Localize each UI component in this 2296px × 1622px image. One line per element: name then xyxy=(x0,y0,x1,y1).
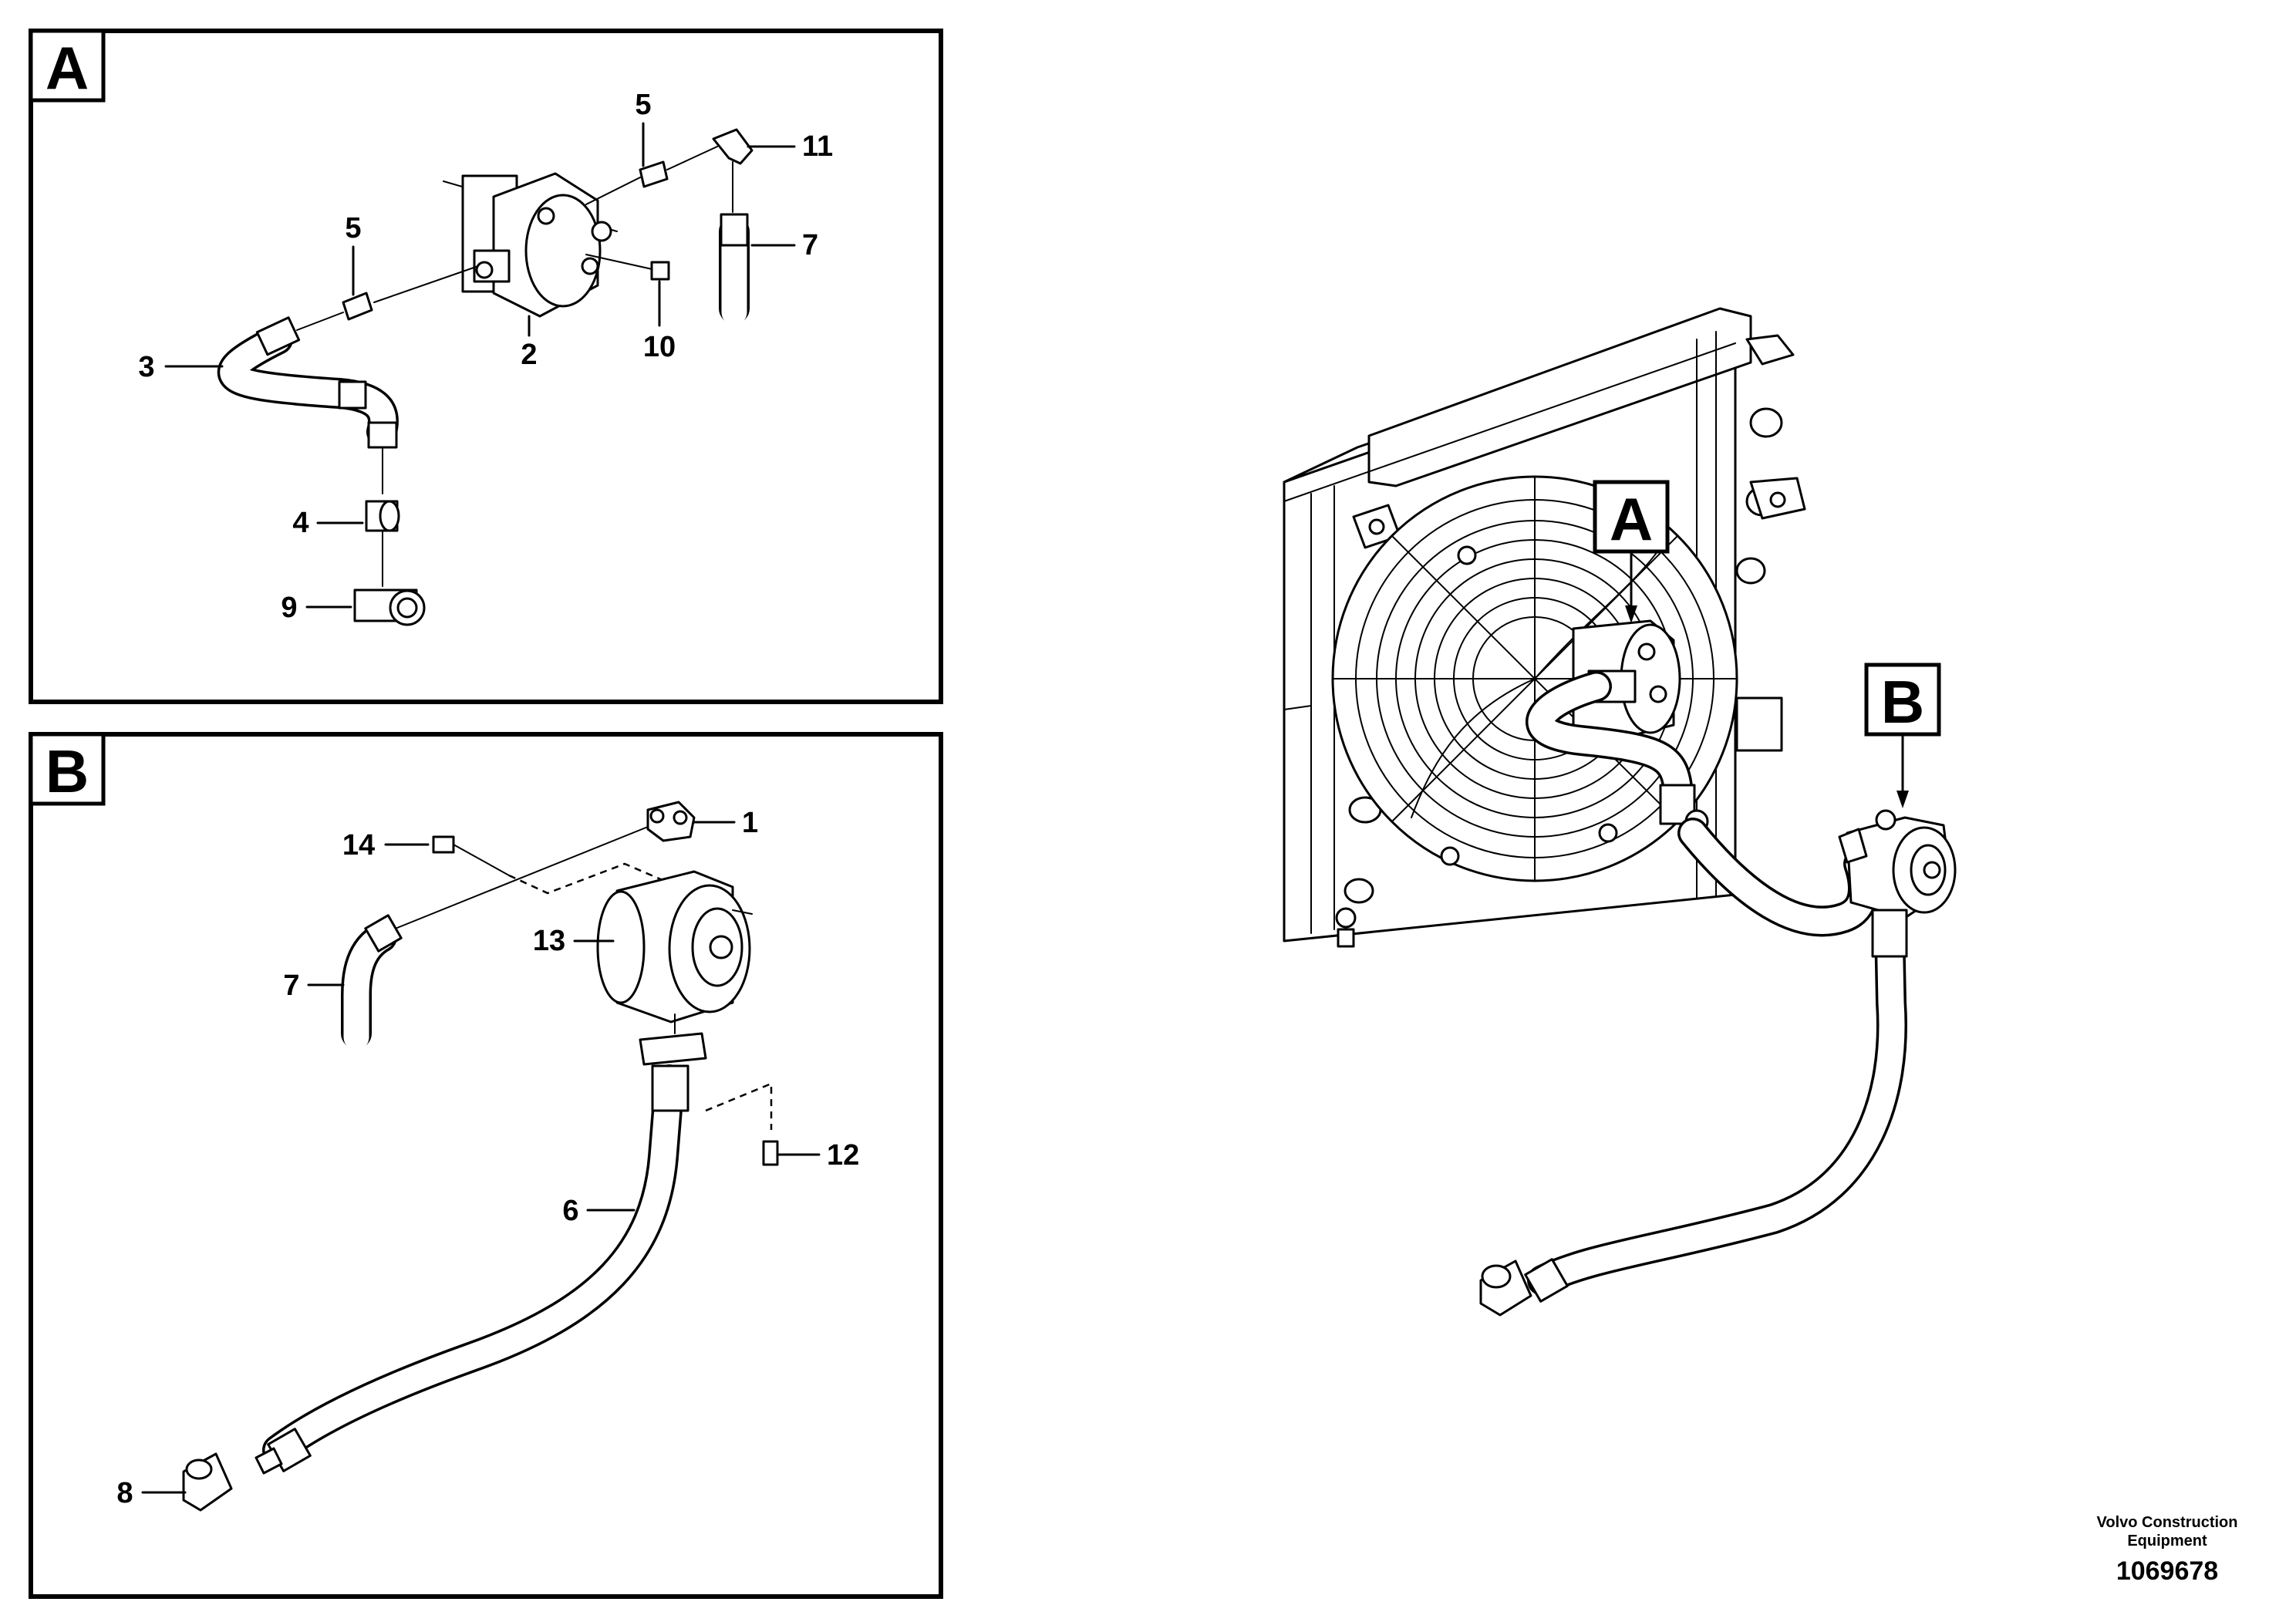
footer-document-number: 1069678 xyxy=(2116,1556,2219,1586)
flange-fitting xyxy=(639,1032,707,1066)
bolt-10 xyxy=(650,261,670,281)
svg-text:10: 10 xyxy=(643,331,676,363)
bolt-14 xyxy=(432,835,455,854)
svg-text:11: 11 xyxy=(802,130,833,163)
hose-3 xyxy=(217,316,399,449)
adapter-4 xyxy=(365,500,400,532)
callout-a-2: 2 xyxy=(521,315,538,371)
svg-text:B: B xyxy=(1881,668,1924,736)
svg-text:7: 7 xyxy=(802,229,818,261)
svg-text:12: 12 xyxy=(827,1139,859,1172)
callout-a-10: 10 xyxy=(643,280,676,363)
svg-text:5: 5 xyxy=(635,89,651,121)
svg-text:1: 1 xyxy=(742,807,758,839)
fitting-5-upper xyxy=(639,160,669,188)
hose-6-main xyxy=(1524,909,1908,1303)
hose-to-pump-b xyxy=(1677,818,1879,937)
callout-a-3: 3 xyxy=(138,351,224,383)
hose-7-b xyxy=(341,914,403,1050)
fitting-1 xyxy=(646,801,696,842)
callout-b-1: 1 xyxy=(693,807,758,839)
gear-pump-b xyxy=(1838,809,1957,919)
callout-b-14: 14 xyxy=(342,829,430,862)
callout-b-8: 8 xyxy=(116,1477,187,1509)
svg-text:8: 8 xyxy=(116,1477,133,1509)
marker-b: B xyxy=(1864,663,1941,808)
callout-b-13: 13 xyxy=(533,925,615,957)
gear-pump-13 xyxy=(596,870,753,1023)
tee-fitting-9 xyxy=(353,588,426,626)
svg-text:7: 7 xyxy=(283,969,299,1002)
panel-a-label: A xyxy=(46,34,89,102)
svg-text:13: 13 xyxy=(533,925,565,957)
panel-b-label: B xyxy=(46,737,89,805)
footer-company: Volvo Construction Equipment xyxy=(2096,1514,2238,1549)
callout-a-11: 11 xyxy=(747,130,833,163)
marker-a: A xyxy=(1593,480,1670,623)
callout-b-12: 12 xyxy=(777,1139,859,1172)
callout-a-9: 9 xyxy=(281,592,352,624)
hose-7-a xyxy=(719,213,750,325)
svg-text:5: 5 xyxy=(345,212,361,244)
callout-a-5-upper: 5 xyxy=(635,89,652,167)
detail-panel-a: A xyxy=(29,29,943,704)
bolt-12 xyxy=(762,1140,779,1166)
elbow-fitting-main xyxy=(1479,1259,1532,1317)
elbow-fitting-8 xyxy=(182,1447,283,1512)
svg-text:4: 4 xyxy=(292,507,308,539)
callout-a-4: 4 xyxy=(292,507,364,539)
svg-text:6: 6 xyxy=(562,1195,578,1227)
callout-b-7: 7 xyxy=(283,969,345,1002)
radiator-fan-assembly: A B xyxy=(1283,307,1957,1317)
hydraulic-pump-2 xyxy=(443,172,618,318)
callout-a-5-lower: 5 xyxy=(345,212,362,296)
callout-a-7: 7 xyxy=(750,229,818,261)
detail-panel-b: B xyxy=(29,732,943,1599)
elbow-fitting-11 xyxy=(712,128,754,165)
fitting-5-lower xyxy=(342,292,373,321)
svg-text:9: 9 xyxy=(281,592,297,624)
callout-b-6: 6 xyxy=(562,1195,636,1227)
svg-text:A: A xyxy=(1610,485,1653,553)
svg-text:2: 2 xyxy=(521,339,537,371)
radiator-top-tank xyxy=(1367,307,1752,487)
fan-motor xyxy=(1572,619,1681,746)
svg-text:3: 3 xyxy=(138,351,154,383)
svg-text:14: 14 xyxy=(342,829,375,862)
hose-6 xyxy=(262,1064,689,1472)
